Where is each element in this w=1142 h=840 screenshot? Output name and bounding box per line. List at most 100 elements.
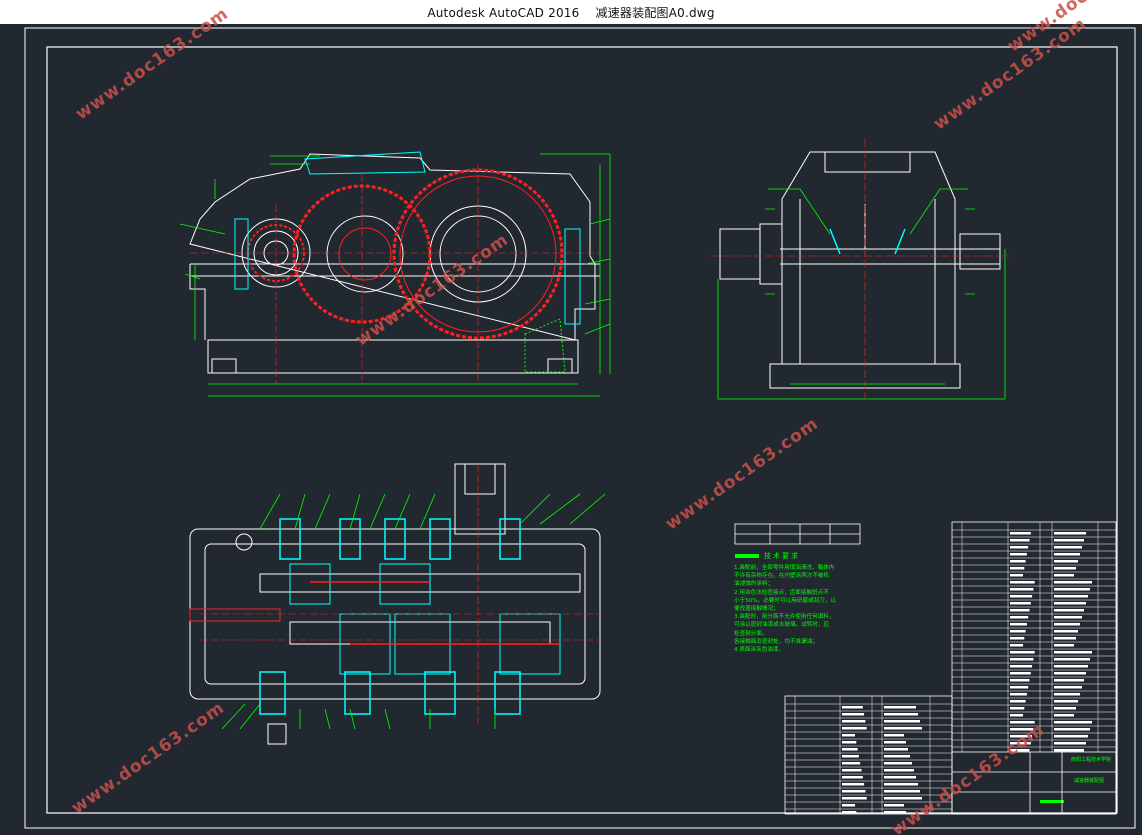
table-cell-text: [1054, 686, 1082, 689]
inner-border: [46, 46, 1118, 814]
table-cell-text: [1010, 700, 1026, 703]
title-block-school: 南阳工程技术学院: [1070, 757, 1111, 763]
window-titlebar: Autodesk AutoCAD 2016 减速器装配图A0.dwg: [0, 0, 1142, 24]
table-cell-text: [884, 741, 906, 744]
table-cell-text: [842, 713, 865, 716]
table-cell-text: [1010, 546, 1029, 549]
front-view: [179, 151, 611, 397]
table-cell-text: [842, 720, 866, 723]
parameter-table: [734, 523, 861, 545]
tech-requirement-line: 油浸蚀的涂料；: [734, 581, 774, 588]
table-cell-text: [1054, 609, 1084, 612]
table-cell-text: [1054, 560, 1078, 563]
table-cell-text: [1054, 630, 1078, 633]
table-cell-text: [1054, 679, 1084, 682]
table-cell-text: [1054, 721, 1092, 724]
table-cell-text: [884, 706, 916, 709]
tech-requirement-line: 便改善接触情况；: [734, 606, 779, 613]
table-cell-text: [1010, 644, 1023, 647]
table-cell-text: [1010, 749, 1030, 752]
table-cell-text: [1010, 602, 1031, 605]
table-cell-text: [1054, 539, 1084, 542]
tech-requirements-lines: 1.装配前，全部零件用煤油清洗，箱体内不许有杂物存在。在内壁涂两次不被机油浸蚀的…: [734, 564, 884, 654]
table-cell-text: [884, 713, 918, 716]
table-cell-text: [842, 762, 861, 765]
tech-requirements-block: 技术要求 1.装配前，全部零件用煤油清洗，箱体内不许有杂物存在。在内壁涂两次不被…: [734, 551, 884, 654]
parts-list: [784, 521, 1117, 815]
table-cell-text: [842, 748, 858, 751]
outer-border: [24, 27, 1136, 829]
table-cell-text: [1010, 651, 1035, 654]
tech-requirements-heading: 技术要求: [764, 552, 800, 560]
table-cell-text: [884, 783, 918, 786]
table-cell-text: [1054, 637, 1076, 640]
table-cell-text: [1010, 735, 1033, 738]
table-cell-text: [884, 734, 904, 737]
table-cell-text: [1054, 588, 1090, 591]
table-cell-text: [1054, 644, 1074, 647]
table-cell-text: [1010, 567, 1025, 570]
table-cell-text: [842, 727, 867, 730]
table-cell-text: [1054, 581, 1092, 584]
table-cell-text: [884, 790, 920, 793]
scale-marker: [1040, 800, 1064, 803]
table-cell-text: [1054, 532, 1086, 535]
tech-requirement-line: 检查剖分面。: [734, 630, 768, 637]
table-cell-text: [842, 811, 857, 814]
table-cell-text: [1010, 679, 1030, 682]
table-cell-text: [884, 755, 910, 758]
table-cell-text: [1010, 553, 1027, 556]
table-cell-text: [884, 776, 916, 779]
top-view: [189, 463, 606, 745]
table-cell-text: [1010, 532, 1031, 535]
table-cell-text: [1054, 728, 1090, 731]
table-cell-text: [1054, 693, 1080, 696]
table-cell-text: [1010, 672, 1031, 675]
table-cell-text: [842, 804, 855, 807]
table-cell-text: [1054, 749, 1084, 752]
table-cell-text: [1010, 693, 1027, 696]
tech-requirement-line: 3.装配时，剖分面不允许使用任何填料，: [734, 614, 835, 621]
table-cell-text: [1010, 742, 1031, 745]
table-cell-text: [1054, 714, 1074, 717]
tech-requirement-line: 2.用涂色法检查接点，齿面接触斑点不: [734, 589, 829, 596]
table-cell-text: [884, 748, 908, 751]
table-cell-text: [1054, 672, 1086, 675]
table-cell-text: [884, 797, 922, 800]
table-cell-text: [1054, 616, 1082, 619]
table-cell-text: [1010, 728, 1034, 731]
table-cell-text: [1010, 595, 1033, 598]
table-cell-text: [842, 741, 857, 744]
table-cell-text: [1010, 616, 1029, 619]
table-cell-text: [1010, 637, 1025, 640]
tech-requirement-line: 可涂以密封油漆或水玻璃。试转时，应: [734, 622, 830, 629]
table-cell-text: [1010, 560, 1026, 563]
table-cell-text: [842, 783, 865, 786]
tech-requirements-marker: [735, 554, 759, 558]
tech-requirement-line: 小于50%。必要时可以用研磨或刮刀，以: [734, 597, 836, 604]
table-cell-text: [1054, 595, 1088, 598]
parts-list-rows: [785, 522, 1116, 814]
table-cell-text: [1010, 686, 1029, 689]
window-title: Autodesk AutoCAD 2016 减速器装配图A0.dwg: [427, 5, 715, 20]
table-cell-text: [1054, 602, 1086, 605]
table-cell-text: [1010, 707, 1025, 710]
table-cell-text: [1010, 581, 1035, 584]
table-cell-text: [1054, 651, 1092, 654]
table-cell-text: [842, 797, 867, 800]
side-view: [710, 139, 1010, 400]
table-cell-text: [1054, 567, 1076, 570]
table-cell-text: [1054, 700, 1078, 703]
title-block-drawing-name: 减速器装配图: [1073, 778, 1104, 784]
table-cell-text: [1054, 574, 1074, 577]
tech-requirement-line: 4.表面涂灰色油漆。: [734, 647, 785, 654]
table-cell-text: [842, 790, 866, 793]
table-cell-text: [842, 734, 855, 737]
table-cell-text: [842, 769, 862, 772]
table-cell-text: [884, 720, 920, 723]
table-cell-text: [1010, 714, 1023, 717]
table-cell-text: [1010, 630, 1026, 633]
table-cell-text: [1010, 539, 1030, 542]
cad-drawing: [24, 27, 1136, 829]
